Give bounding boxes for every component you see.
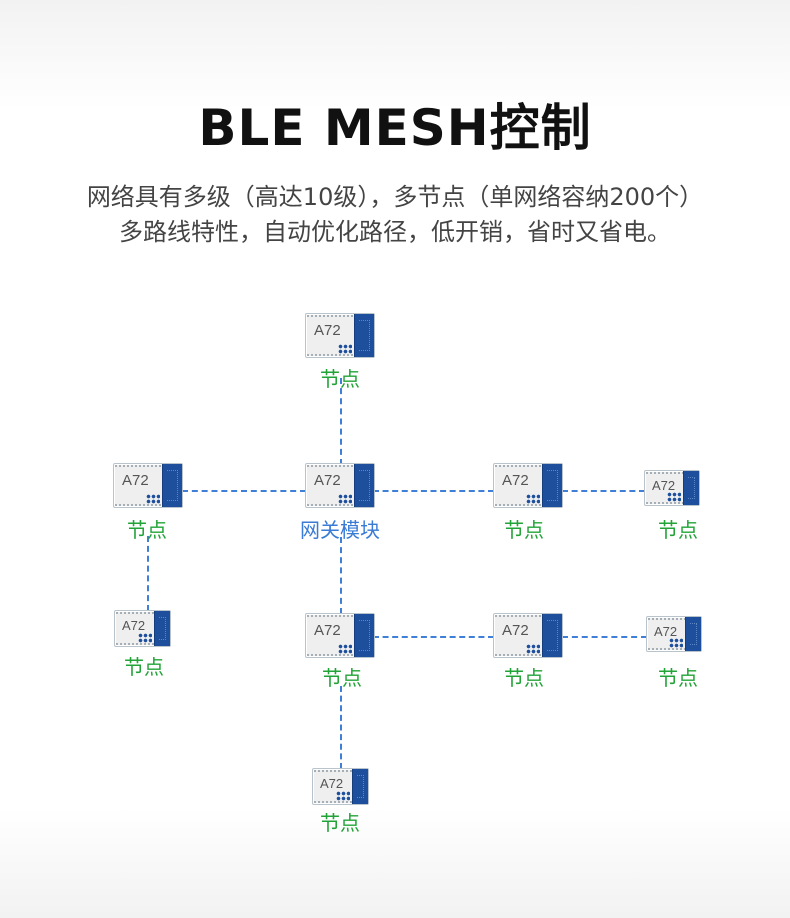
link-centerlower-lowerright xyxy=(373,636,494,638)
link-lowerright-lowerfarright xyxy=(562,636,647,638)
antenna-strip xyxy=(353,464,374,507)
antenna-strip xyxy=(351,769,368,804)
subtitle-line-2: 多路线特性，自动优化路径，低开销，省时又省电。 xyxy=(119,218,671,246)
module-left: A72 xyxy=(113,463,183,508)
link-left-leftlower xyxy=(147,536,149,611)
node-label-top: 节点 xyxy=(320,367,360,391)
module-model-label: A72 xyxy=(502,472,529,489)
module-model-label: A72 xyxy=(502,622,529,639)
link-midright-farright xyxy=(562,490,645,492)
node-label-left-lower: 节点 xyxy=(124,655,164,679)
module-left-lower: A72 xyxy=(114,610,171,647)
subtitle-line-1: 网络具有多级（高达10级），多节点（单网络容纳200个） xyxy=(86,183,704,211)
antenna-strip xyxy=(153,611,170,646)
module-model-label: A72 xyxy=(320,776,344,791)
link-centerlower-bottom xyxy=(340,686,342,769)
pad-array xyxy=(337,494,352,504)
pad-array xyxy=(335,791,350,801)
antenna-strip xyxy=(161,464,182,507)
pad-array xyxy=(525,644,540,654)
pad-array xyxy=(525,494,540,504)
antenna-strip xyxy=(353,614,374,657)
link-gateway-midright xyxy=(373,490,494,492)
module-model-label: A72 xyxy=(122,618,146,633)
module-model-label: A72 xyxy=(314,472,341,489)
module-top: A72 xyxy=(305,313,375,358)
node-label-center-lower: 节点 xyxy=(322,666,362,690)
node-label-bottom: 节点 xyxy=(320,811,360,835)
antenna-strip xyxy=(353,314,374,357)
page-title: BLE MESH控制 xyxy=(198,99,592,157)
antenna-strip xyxy=(541,614,562,657)
antenna-strip xyxy=(682,471,699,505)
pad-array xyxy=(337,644,352,654)
gateway-label: 网关模块 xyxy=(300,518,380,542)
pad-array xyxy=(668,638,683,648)
module-mid-right: A72 xyxy=(493,463,563,508)
link-top-gateway xyxy=(340,378,342,465)
pad-array xyxy=(145,494,160,504)
antenna-strip xyxy=(541,464,562,507)
node-label-lower-far-right: 节点 xyxy=(658,666,698,690)
node-label-left: 节点 xyxy=(127,518,167,542)
module-model-label: A72 xyxy=(654,624,678,639)
pad-array xyxy=(137,633,152,643)
link-left-gateway xyxy=(182,490,306,492)
antenna-strip xyxy=(684,617,701,651)
node-label-far-right: 节点 xyxy=(658,518,698,542)
module-far-right: A72 xyxy=(644,470,700,506)
module-center-lower: A72 xyxy=(305,613,375,658)
module-model-label: A72 xyxy=(652,478,676,493)
pad-array xyxy=(337,344,352,354)
module-gateway: A72 xyxy=(305,463,375,508)
module-model-label: A72 xyxy=(122,472,149,489)
module-model-label: A72 xyxy=(314,622,341,639)
module-lower-right: A72 xyxy=(493,613,563,658)
link-gateway-centerlower xyxy=(340,537,342,614)
node-label-mid-right: 节点 xyxy=(504,518,544,542)
module-lower-far-right: A72 xyxy=(646,616,702,652)
module-model-label: A72 xyxy=(314,322,341,339)
node-label-lower-right: 节点 xyxy=(504,666,544,690)
pad-array xyxy=(666,492,681,502)
module-bottom: A72 xyxy=(312,768,369,805)
